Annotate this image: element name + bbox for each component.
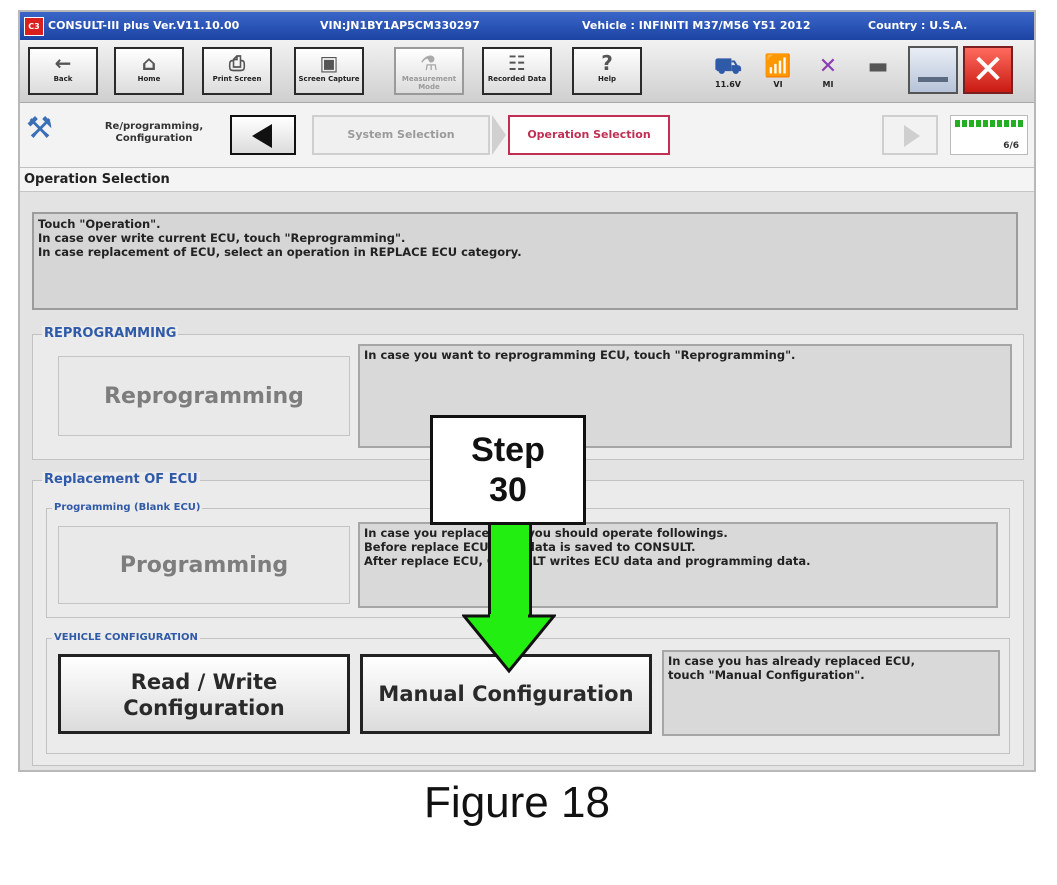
programming-desc-line: After replace ECU, CONSULT writes ECU da… <box>364 554 811 568</box>
read-write-configuration-button[interactable]: Read / Write Configuration <box>58 654 350 734</box>
back-toolbar-button[interactable]: ← Back <box>28 47 98 95</box>
car-icon: ⛟ <box>714 54 742 79</box>
measurement-icon: ⚗ <box>420 51 438 75</box>
battery-voltage-status: ⛟ 11.6V <box>708 54 748 89</box>
back-button[interactable] <box>230 115 296 155</box>
chevron-right-icon <box>492 115 506 155</box>
programming-desc-line: In case you replace ECU, you should oper… <box>364 526 728 540</box>
instructions-box: Touch "Operation". In case over write cu… <box>32 212 1018 310</box>
section-header: Operation Selection <box>20 168 1034 192</box>
country-text: Country : U.S.A. <box>868 19 968 32</box>
reprogramming-label: Re/programming, Configuration <box>104 121 204 144</box>
instruction-line: Touch "Operation". <box>38 217 161 231</box>
reprogramming-button[interactable]: Reprogramming <box>58 356 350 436</box>
print-screen-button[interactable]: ⎙ Print Screen <box>202 47 272 95</box>
step-callout: Step 30 <box>430 415 586 525</box>
title-bar: C3 CONSULT-III plus Ver.V11.10.00 VIN:JN… <box>20 12 1034 40</box>
replacement-title: Replacement OF ECU <box>42 472 200 487</box>
help-button[interactable]: ? Help <box>572 47 642 95</box>
app-title: CONSULT-III plus Ver.V11.10.00 <box>48 19 240 32</box>
vi-status: 📶 VI <box>758 54 798 89</box>
toolbar: ← Back ⌂ Home ⎙ Print Screen ▣ Screen Ca… <box>20 40 1034 103</box>
screen-capture-button[interactable]: ▣ Screen Capture <box>294 47 364 95</box>
recorded-data-button[interactable]: ☷ Recorded Data <box>482 47 552 95</box>
back-arrow-icon: ← <box>54 51 72 75</box>
battery-status: ▬ <box>858 54 898 80</box>
printer-icon: ⎙ <box>229 51 245 75</box>
vehicle-text: Vehicle : INFINITI M37/M56 Y51 2012 <box>582 19 811 32</box>
callout-line-2: 30 <box>489 471 527 509</box>
measurement-mode-button[interactable]: ⚗ Measurement Mode <box>394 47 464 95</box>
back-triangle-icon <box>252 124 272 148</box>
programming-description: In case you replace ECU, you should oper… <box>358 522 998 608</box>
app-logo: C3 <box>24 17 44 36</box>
vin-text: VIN:JN1BY1AP5CM330297 <box>320 19 480 32</box>
crumb-operation-selection[interactable]: Operation Selection <box>508 115 670 155</box>
instruction-line: In case over write current ECU, touch "R… <box>38 231 406 245</box>
battery-icon: ▬ <box>867 54 889 79</box>
camera-icon: ▣ <box>319 51 339 75</box>
step-count: 6/6 <box>1003 141 1019 151</box>
figure-caption: Figure 18 <box>424 778 610 827</box>
progress-fill <box>955 120 1023 127</box>
reprogramming-title: REPROGRAMMING <box>42 326 179 341</box>
step-progress: 6/6 <box>950 115 1028 155</box>
mi-status: ✕ MI <box>808 54 848 89</box>
down-arrow-icon <box>462 614 556 674</box>
vehicle-configuration-subtitle: VEHICLE CONFIGURATION <box>52 632 200 643</box>
callout-line-1: Step <box>471 431 545 469</box>
arrow-shaft <box>488 525 532 617</box>
reprogramming-icon: ⚒ <box>26 111 53 146</box>
programming-button[interactable]: Programming <box>58 526 350 604</box>
instruction-line: In case replacement of ECU, select an op… <box>38 245 522 259</box>
manual-configuration-description: In case you has already replaced ECU, to… <box>662 650 1000 736</box>
close-button[interactable]: ✕ <box>963 46 1013 94</box>
cross-icon: ✕ <box>818 54 838 79</box>
home-button[interactable]: ⌂ Home <box>114 47 184 95</box>
recorded-data-icon: ☷ <box>508 51 526 75</box>
navigation-bar: ⚒ Re/programming, Configuration System S… <box>20 103 1034 168</box>
minimize-button[interactable] <box>908 46 958 94</box>
consult-window: C3 CONSULT-III plus Ver.V11.10.00 VIN:JN… <box>18 10 1036 772</box>
minimize-icon <box>918 77 948 82</box>
programming-desc-line: Before replace ECU, ECU data is saved to… <box>364 540 696 554</box>
next-triangle-icon <box>904 125 920 147</box>
close-icon: ✕ <box>971 47 1005 93</box>
next-button[interactable] <box>882 115 938 155</box>
home-icon: ⌂ <box>141 51 157 75</box>
help-icon: ? <box>601 51 613 75</box>
crumb-system-selection[interactable]: System Selection <box>312 115 490 155</box>
signal-icon: 📶 <box>764 54 792 79</box>
programming-subtitle: Programming (Blank ECU) <box>52 502 203 513</box>
